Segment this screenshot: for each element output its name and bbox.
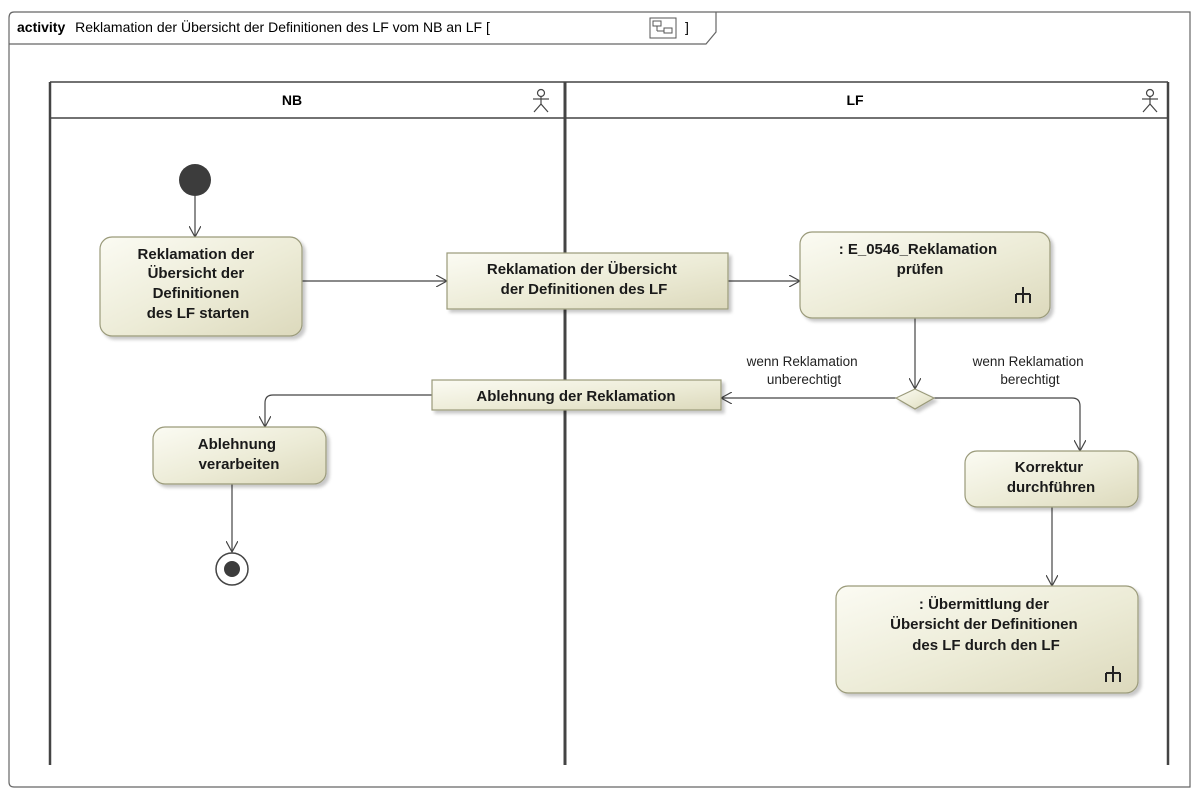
rake-icon: [1015, 287, 1031, 303]
frame-name: Reklamation der Übersicht der Definition…: [75, 18, 490, 35]
object-label: Reklamation der Übersicht der Definition…: [487, 261, 681, 298]
frame-diagram-icon: [649, 17, 677, 39]
rake-icon: [1105, 666, 1121, 682]
object-ablehnung: Ablehnung der Reklamation: [431, 379, 722, 411]
action-label: Ablehnung verarbeiten: [198, 436, 281, 473]
action-korrektur-durchfuehren: Korrektur durchführen: [964, 450, 1139, 508]
frame-title: activity Reklamation der Übersicht der D…: [17, 18, 490, 35]
guard-berechtigt: wenn Reklamation berechtigt: [972, 354, 1088, 387]
action-reklamation-starten: Reklamation der Übersicht der Definition…: [99, 236, 303, 337]
call-action-label: : Übermittlung der Übersicht der Definit…: [890, 596, 1082, 654]
action-label: Korrektur durchführen: [1007, 459, 1095, 496]
lane-title-nb: NB: [282, 92, 302, 108]
call-action-label: : E_0546_Reklamation prüfen: [839, 241, 1002, 278]
object-reklamation: Reklamation der Übersicht der Definition…: [446, 252, 729, 310]
initial-node: [179, 164, 211, 196]
actor-icon: [533, 88, 549, 113]
call-action-uebermittlung: : Übermittlung der Übersicht der Definit…: [835, 585, 1139, 694]
actor-icon: [1142, 88, 1158, 113]
frame-title-close: ]: [685, 19, 689, 35]
lane-title-lf: LF: [846, 92, 864, 108]
flows: [195, 196, 1080, 586]
lane-nb: NB: [282, 88, 549, 113]
call-action-pruefen: : E_0546_Reklamation prüfen: [799, 231, 1051, 319]
frame-keyword: activity: [17, 19, 65, 35]
lane-lf: LF: [846, 88, 1158, 113]
flow-decision-to-korrektur: [934, 397, 1080, 451]
object-label: Ablehnung der Reklamation: [476, 388, 675, 405]
guard-unberechtigt: wenn Reklamation unberechtigt: [746, 354, 862, 387]
swimlane-partition: [48, 81, 1170, 765]
action-label: Reklamation der Übersicht der Definition…: [138, 246, 259, 322]
action-ablehnung-verarbeiten: Ablehnung verarbeiten: [152, 426, 327, 485]
activity-final-node: [215, 552, 249, 586]
flow-object-to-ablehnung: [265, 394, 432, 427]
decision-node: [894, 388, 936, 410]
